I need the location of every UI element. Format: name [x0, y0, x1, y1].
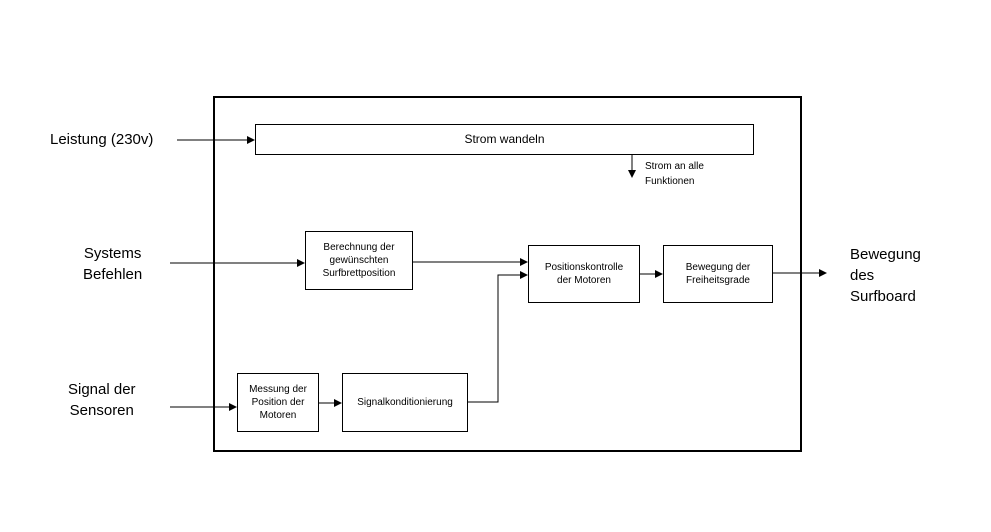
block-signal-conditioning: Signalkonditionierung	[342, 373, 468, 432]
block-calc-desired-position: Berechnung der gewünschten Surfbrettposi…	[305, 231, 413, 290]
block-position-control: Positionskontrolle der Motoren	[528, 245, 640, 303]
system-boundary	[213, 96, 802, 452]
block-measure-motor-position: Messung der Position der Motoren	[237, 373, 319, 432]
input-sensor-signal-label: Signal der Sensoren	[68, 381, 136, 419]
block-convert-power: Strom wandeln	[255, 124, 754, 155]
output-surfboard-motion-label: Bewegung des Surfboard	[850, 246, 921, 305]
block-dof-motion: Bewegung der Freiheitsgrade	[663, 245, 773, 303]
input-power-label: Leistung (230v)	[50, 131, 154, 148]
power-distribution-note: Strom an alle Funktionen	[645, 161, 704, 187]
arrow-conditioning-to-control	[468, 271, 528, 403]
input-system-commands-label: Systems Befehlen	[83, 245, 143, 283]
